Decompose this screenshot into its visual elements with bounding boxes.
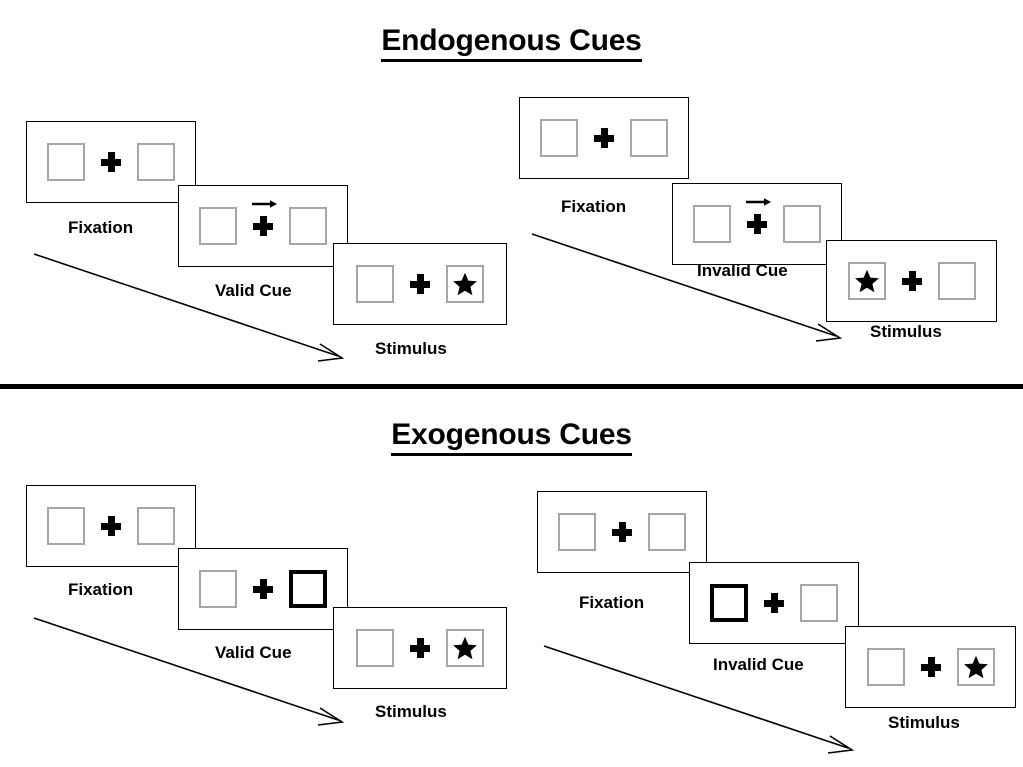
frame-exogenous-invalid-stimulus bbox=[845, 626, 1016, 708]
frame-endogenous-invalid-cue bbox=[672, 183, 842, 265]
label-exogenous-valid-stimulus: Stimulus bbox=[375, 702, 447, 721]
placeholder-box-left-target bbox=[847, 262, 886, 300]
placeholder-box-right-target bbox=[446, 265, 484, 303]
section-divider bbox=[0, 384, 1023, 389]
label-exogenous-valid-fixation: Fixation bbox=[68, 580, 134, 599]
placeholder-box-left bbox=[356, 265, 394, 303]
label-exogenous-invalid-stimulus: Stimulus bbox=[888, 713, 960, 732]
placeholder-box-left bbox=[47, 507, 85, 545]
frame-endogenous-valid-cue bbox=[178, 185, 348, 267]
frame-content bbox=[334, 244, 506, 324]
fixation-cross-wrap bbox=[748, 593, 800, 613]
frame-content bbox=[27, 122, 195, 202]
fixation-cross-wrap bbox=[394, 638, 446, 658]
arrow-right-icon bbox=[252, 200, 278, 208]
plus-icon bbox=[253, 579, 273, 599]
section-title-exogenous-text: Exogenous Cues bbox=[391, 418, 632, 456]
plus-icon bbox=[764, 593, 784, 613]
frame-content bbox=[179, 186, 347, 266]
frame-content bbox=[179, 549, 347, 629]
placeholder-box-left bbox=[47, 143, 85, 181]
frame-exogenous-valid-fixation bbox=[26, 485, 196, 567]
placeholder-box-right bbox=[937, 262, 976, 300]
frame-content bbox=[827, 241, 996, 321]
plus-icon bbox=[747, 214, 767, 234]
placeholder-box-right bbox=[630, 119, 668, 157]
star-icon bbox=[963, 655, 988, 679]
frame-exogenous-valid-stimulus bbox=[333, 607, 507, 689]
fixation-cross-wrap bbox=[394, 274, 446, 294]
label-endogenous-invalid-fixation: Fixation bbox=[561, 197, 627, 216]
frame-endogenous-invalid-fixation bbox=[519, 97, 689, 179]
frame-content bbox=[673, 184, 841, 264]
placeholder-box-right bbox=[137, 507, 175, 545]
placeholder-box-left bbox=[356, 629, 394, 667]
frame-exogenous-invalid-cue bbox=[689, 562, 859, 644]
fixation-cross-wrap bbox=[85, 516, 137, 536]
placeholder-box-left bbox=[558, 513, 596, 551]
frame-content bbox=[27, 486, 195, 566]
frame-content bbox=[538, 492, 706, 572]
section-title-endogenous-text: Endogenous Cues bbox=[381, 24, 642, 62]
fixation-cross-wrap bbox=[237, 579, 289, 599]
placeholder-box-left bbox=[693, 205, 731, 243]
frame-exogenous-invalid-fixation bbox=[537, 491, 707, 573]
plus-icon bbox=[594, 128, 614, 148]
frame-content bbox=[520, 98, 688, 178]
fixation-cross-wrap bbox=[596, 522, 648, 542]
placeholder-box-left bbox=[199, 207, 237, 245]
placeholder-box-left bbox=[866, 648, 905, 686]
placeholder-box-left bbox=[540, 119, 578, 157]
label-endogenous-invalid-stimulus: Stimulus bbox=[870, 322, 942, 341]
star-icon bbox=[453, 636, 477, 660]
frame-exogenous-valid-cue bbox=[178, 548, 348, 630]
label-exogenous-invalid-fixation: Fixation bbox=[579, 593, 645, 612]
fixation-cross-wrap bbox=[886, 271, 938, 291]
plus-icon bbox=[920, 657, 941, 677]
section-title-exogenous: Exogenous Cues bbox=[0, 418, 1023, 456]
fixation-cross-wrap bbox=[731, 198, 783, 234]
star-icon bbox=[453, 272, 477, 296]
star-icon bbox=[854, 269, 879, 293]
placeholder-box-right bbox=[648, 513, 686, 551]
label-endogenous-valid-cue: Valid Cue bbox=[215, 281, 292, 300]
frame-content bbox=[690, 563, 858, 643]
frame-endogenous-invalid-stimulus bbox=[826, 240, 997, 322]
plus-icon bbox=[101, 152, 121, 172]
placeholder-box-right bbox=[137, 143, 175, 181]
plus-icon bbox=[901, 271, 922, 291]
placeholder-box-right-cued bbox=[289, 570, 327, 608]
placeholder-box-right bbox=[800, 584, 838, 622]
plus-icon bbox=[612, 522, 632, 542]
placeholder-box-right bbox=[289, 207, 327, 245]
label-exogenous-valid-cue: Valid Cue bbox=[215, 643, 292, 662]
fixation-cross-wrap bbox=[85, 152, 137, 172]
fixation-cross-wrap bbox=[237, 200, 289, 236]
plus-icon bbox=[101, 516, 121, 536]
frame-endogenous-valid-fixation bbox=[26, 121, 196, 203]
placeholder-box-right-target bbox=[956, 648, 995, 686]
frame-content bbox=[846, 627, 1015, 707]
label-exogenous-invalid-cue: Invalid Cue bbox=[713, 655, 804, 674]
frame-endogenous-valid-stimulus bbox=[333, 243, 507, 325]
time-flow-arrow-icon bbox=[543, 645, 855, 754]
time-flow-arrow-icon bbox=[33, 617, 345, 726]
placeholder-box-right bbox=[783, 205, 821, 243]
placeholder-box-left-cued bbox=[710, 584, 748, 622]
label-endogenous-invalid-cue: Invalid Cue bbox=[697, 261, 788, 280]
fixation-cross-wrap bbox=[578, 128, 630, 148]
fixation-cross-wrap bbox=[905, 657, 957, 677]
frame-content bbox=[334, 608, 506, 688]
placeholder-box-right-target bbox=[446, 629, 484, 667]
plus-icon bbox=[410, 274, 430, 294]
plus-icon bbox=[410, 638, 430, 658]
plus-icon bbox=[253, 216, 273, 236]
section-title-endogenous: Endogenous Cues bbox=[0, 24, 1023, 62]
label-endogenous-valid-fixation: Fixation bbox=[68, 218, 134, 237]
placeholder-box-left bbox=[199, 570, 237, 608]
arrow-right-icon bbox=[746, 198, 772, 206]
label-endogenous-valid-stimulus: Stimulus bbox=[375, 339, 447, 358]
